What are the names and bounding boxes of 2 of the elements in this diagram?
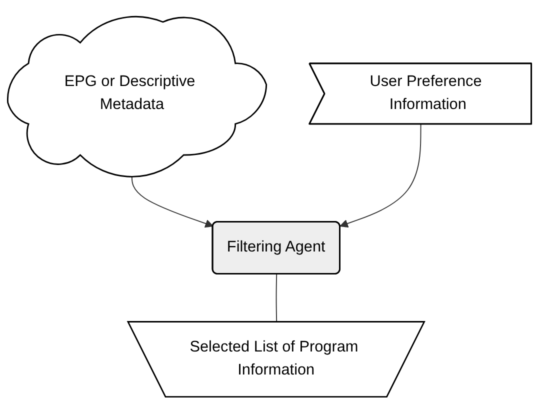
connector — [276, 274, 278, 323]
arrow — [340, 124, 422, 228]
